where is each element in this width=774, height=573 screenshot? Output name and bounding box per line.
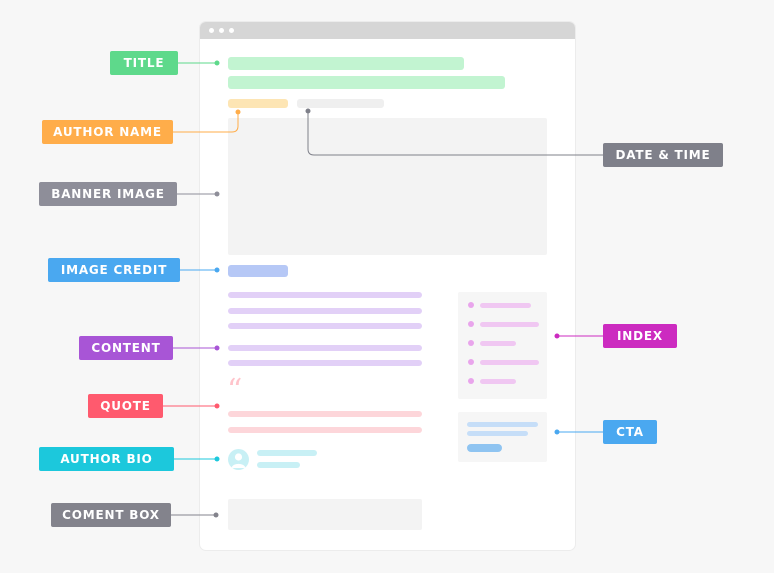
quote-connector-dot xyxy=(214,403,220,409)
cta-panel xyxy=(458,412,547,462)
author-bio-label: AUTHOR BIO xyxy=(39,447,174,471)
image-credit-placeholder xyxy=(228,265,288,277)
comment-box-placeholder xyxy=(228,499,422,530)
cta-label: CTA xyxy=(603,420,657,444)
date-time-placeholder xyxy=(297,99,384,108)
user-icon xyxy=(231,453,246,468)
banner-image-placeholder xyxy=(228,118,547,255)
cta-placeholder-line xyxy=(467,422,538,427)
window-dot-icon xyxy=(219,28,224,33)
window-dot-icon xyxy=(209,28,214,33)
content-placeholder-line xyxy=(228,360,422,366)
content-label: CONTENT xyxy=(79,336,173,360)
window-dot-icon xyxy=(229,28,234,33)
index-bullet-icon xyxy=(468,340,474,346)
quote-placeholder-line xyxy=(228,427,422,433)
author-name-label: AUTHOR NAME xyxy=(42,120,173,144)
content-placeholder-line xyxy=(228,323,422,329)
title-connector-dot xyxy=(214,60,220,66)
index-panel xyxy=(458,292,547,399)
cta-button-placeholder xyxy=(467,444,502,452)
index-connector-dot xyxy=(554,333,560,339)
content-placeholder-line xyxy=(228,308,422,314)
index-placeholder-line xyxy=(480,379,516,384)
window-title-bar xyxy=(200,22,575,39)
comment-box-label: COMENT BOX xyxy=(51,503,171,527)
content-placeholder-line xyxy=(228,345,422,351)
author-bio-connector-dot xyxy=(214,456,220,462)
quote-label: QUOTE xyxy=(88,394,163,418)
index-bullet-icon xyxy=(468,359,474,365)
cta-placeholder-line xyxy=(467,431,528,436)
author-bio-placeholder-line xyxy=(257,450,317,456)
cta-connector-dot xyxy=(554,429,560,435)
author-bio-placeholder-line xyxy=(257,462,300,468)
image-credit-label: IMAGE CREDIT xyxy=(48,258,180,282)
author-avatar xyxy=(228,449,249,470)
comment-box-connector-dot xyxy=(213,512,219,518)
author-name-connector xyxy=(173,113,239,133)
index-placeholder-line xyxy=(480,322,539,327)
index-bullet-icon xyxy=(468,378,474,384)
author-name-placeholder xyxy=(228,99,288,108)
date-time-label: DATE & TIME xyxy=(603,143,723,167)
banner-image-label: BANNER IMAGE xyxy=(39,182,177,206)
index-placeholder-line xyxy=(480,303,531,308)
date-time-connector-dot xyxy=(305,108,311,114)
quote-mark-icon: “ xyxy=(227,373,243,408)
author-name-connector-dot xyxy=(235,109,241,115)
index-label: INDEX xyxy=(603,324,677,348)
content-placeholder-line xyxy=(228,292,422,298)
index-placeholder-line xyxy=(480,360,539,365)
index-bullet-icon xyxy=(468,302,474,308)
image-credit-connector-dot xyxy=(214,267,220,273)
date-time-connector xyxy=(307,112,603,156)
index-bullet-icon xyxy=(468,321,474,327)
content-connector-dot xyxy=(214,345,220,351)
quote-placeholder-line xyxy=(228,411,422,417)
title-placeholder-line xyxy=(228,76,505,89)
browser-window-mockup: “ xyxy=(200,22,575,550)
index-placeholder-line xyxy=(480,341,516,346)
banner-image-connector-dot xyxy=(214,191,220,197)
title-label: TITLE xyxy=(110,51,178,75)
title-placeholder-line xyxy=(228,57,464,70)
